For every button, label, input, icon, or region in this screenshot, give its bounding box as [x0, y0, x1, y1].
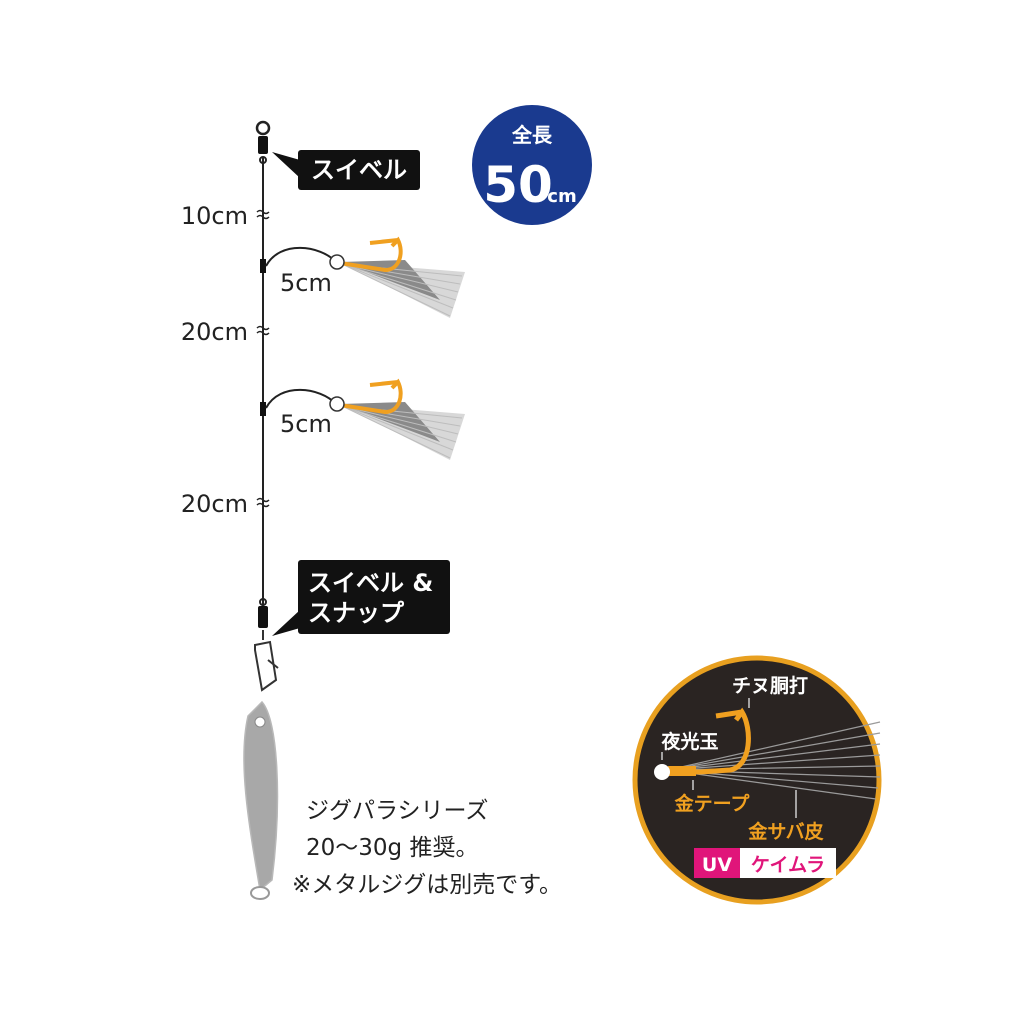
bottom-swivel — [258, 598, 268, 628]
keimura-badge — [740, 848, 836, 878]
length-middle: 20cm — [181, 318, 248, 346]
detail-hook-label: チヌ胴打 — [732, 674, 808, 697]
length-top: 10cm — [181, 202, 248, 230]
uv-label: UV — [702, 854, 732, 876]
badge-title: 全長 — [511, 123, 553, 147]
total-length-badge: 全長 50 cm — [472, 105, 592, 225]
detail-circle: チヌ胴打 夜光玉 金テープ 金サバ皮 UV ケイムラ — [632, 655, 882, 905]
branch-hook-2 — [260, 378, 465, 460]
swivel-tag-label: スイベル — [311, 156, 407, 184]
snap — [254, 630, 279, 692]
branch-hook-1 — [260, 236, 465, 318]
detail-gold-tape — [668, 766, 696, 776]
metal-jig — [243, 700, 279, 900]
length-bottom: 20cm — [181, 490, 248, 518]
hook-2 — [339, 378, 403, 415]
swivel-snap-line1: スイベル & — [308, 569, 433, 597]
break-marks — [256, 209, 270, 508]
keimura-label: ケイムラ — [751, 854, 825, 876]
top-swivel — [255, 120, 271, 164]
detail-tape-label: 金テープ — [674, 792, 751, 815]
swivel-snap-tag: スイベル & スナップ — [272, 560, 450, 636]
badge-unit: cm — [547, 186, 576, 207]
note-line2: 20〜30g 推奨。 — [306, 835, 478, 861]
glow-bead-1 — [329, 254, 345, 270]
detail-hook — [669, 707, 751, 775]
skin-fan-2 — [340, 402, 465, 460]
glow-bead-2 — [329, 396, 345, 412]
detail-glow-bead — [654, 764, 670, 780]
note-line1: ジグパラシリーズ — [306, 798, 488, 824]
length-branch2: 5cm — [280, 410, 332, 438]
swivel-snap-line2: スナップ — [308, 599, 405, 627]
detail-skin-label: 金サバ皮 — [747, 820, 823, 843]
swivel-tag: スイベル — [272, 150, 420, 190]
skin-fan-1 — [340, 260, 465, 318]
badge-value: 50 — [483, 156, 553, 214]
hook-1 — [339, 236, 403, 273]
uv-badge — [694, 848, 740, 878]
length-branch1: 5cm — [280, 269, 332, 297]
detail-bead-label: 夜光玉 — [660, 730, 718, 753]
note-line3: ※メタルジグは別売です。 — [292, 872, 562, 898]
